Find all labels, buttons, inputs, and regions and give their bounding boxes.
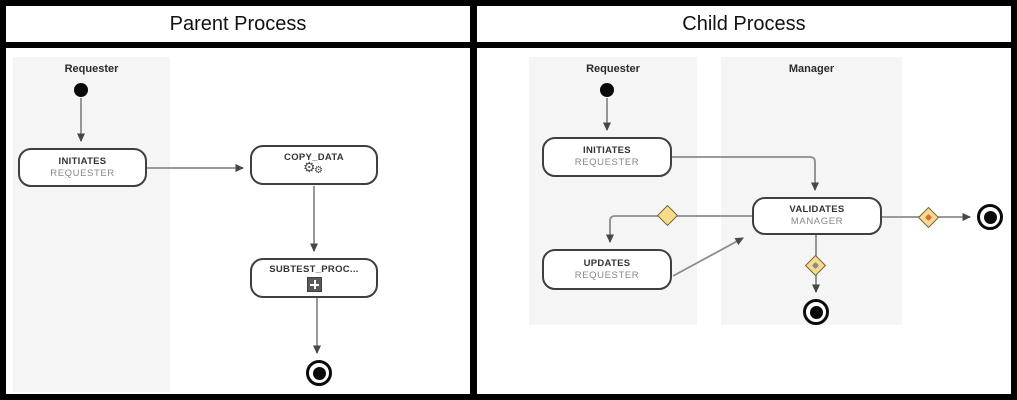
gear-icon: ⚙: [303, 159, 316, 176]
end-event-icon[interactable]: [803, 299, 829, 325]
lane-label: Requester: [64, 63, 119, 75]
title-divider: [0, 42, 1017, 48]
gateway-diamond-warning-icon[interactable]: [917, 206, 940, 229]
task-label: INITIATES: [58, 155, 107, 167]
border-top: [0, 0, 1017, 6]
start-event-icon[interactable]: [74, 83, 88, 97]
task-label: COPY_DATA: [284, 151, 344, 163]
start-event-icon[interactable]: [600, 83, 614, 97]
task-initiates-parent[interactable]: INITIATES REQUESTER: [18, 148, 147, 187]
task-updates[interactable]: UPDATES REQUESTER: [542, 249, 672, 290]
task-label: SUBTEST_PROC...: [269, 264, 359, 276]
task-validates[interactable]: VALIDATES MANAGER: [752, 197, 882, 235]
gear-icon: ⚙: [314, 165, 323, 177]
task-label: VALIDATES: [789, 204, 845, 216]
task-sublabel: REQUESTER: [574, 157, 640, 168]
border-left: [0, 0, 6, 400]
border-right: [1011, 0, 1017, 400]
task-label: INITIATES: [583, 145, 631, 157]
lane-label: Manager: [788, 63, 835, 75]
service-task-copy-data[interactable]: COPY_DATA ⚙ ⚙: [250, 145, 378, 185]
task-sublabel: REQUESTER: [574, 269, 640, 281]
child-process-title: Child Process: [477, 6, 1011, 42]
end-event-icon[interactable]: [306, 360, 332, 386]
panel-divider: [470, 0, 477, 400]
lane-child-manager: Manager: [721, 57, 902, 325]
subprocess-task-subtest[interactable]: SUBTEST_PROC...: [250, 258, 378, 298]
lane-parent-requester: Requester: [13, 57, 170, 392]
task-label: UPDATES: [583, 257, 631, 269]
lane-label: Requester: [586, 63, 640, 75]
end-event-icon[interactable]: [977, 204, 1003, 230]
service-gears-icon: ⚙ ⚙: [302, 159, 326, 178]
subprocess-plus-icon: [306, 276, 322, 292]
border-bottom: [0, 394, 1017, 400]
task-sublabel: REQUESTER: [50, 167, 115, 179]
task-sublabel: MANAGER: [790, 216, 844, 227]
parent-process-title: Parent Process: [6, 6, 470, 42]
task-initiates-child[interactable]: INITIATES REQUESTER: [542, 137, 672, 177]
